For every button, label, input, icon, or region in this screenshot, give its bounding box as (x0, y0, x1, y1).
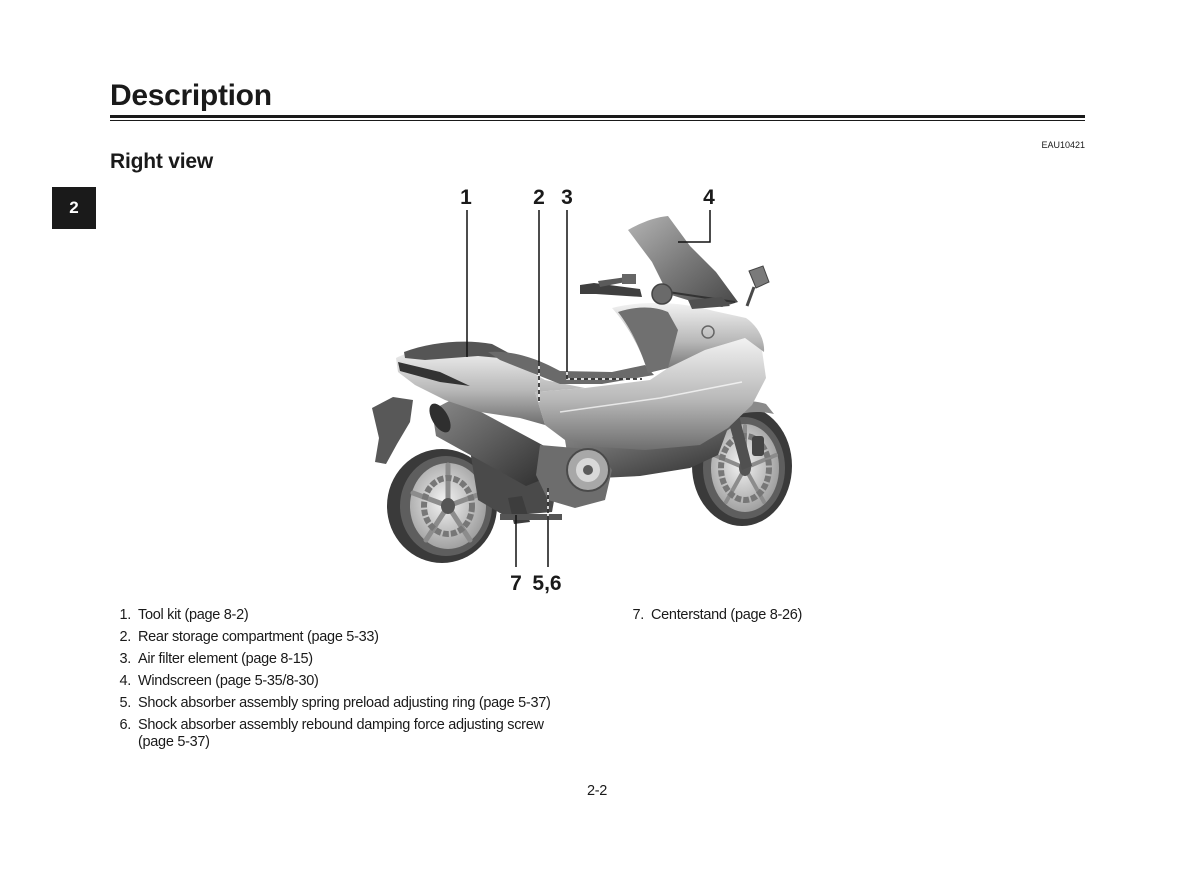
page-title: Description (110, 79, 272, 112)
exhaust-muffler (432, 398, 548, 486)
item-text: Centerstand (page 8-26) (651, 607, 803, 623)
scooter-illustration: 1 2 3 4 7 5,6 (372, 186, 792, 595)
header-rule-thick (110, 115, 1085, 118)
callout-4: 4 (703, 186, 715, 209)
list-item: 3. Air filter element (page 8-15) (110, 651, 563, 668)
side-panel-highlight (559, 381, 743, 413)
list-item: 1. Tool kit (page 8-2) (110, 607, 563, 624)
item-number: 3. (119, 651, 132, 667)
side-panel (535, 338, 766, 450)
front-brake-caliper (752, 436, 764, 456)
item-number: 5. (119, 695, 132, 711)
item-number: 6. (119, 717, 132, 733)
page-number: 2-2 (586, 783, 608, 799)
front-brake-disc (718, 433, 772, 503)
chapter-tab: 2 (52, 187, 96, 229)
header-rule-thin (110, 120, 1085, 121)
item-text: Tool kit (page 8-2) (138, 607, 249, 623)
handlebar (580, 274, 730, 309)
callout-7: 7 (510, 572, 522, 595)
item-number: 7. (632, 607, 645, 623)
callout-1: 1 (460, 186, 472, 209)
rear-brake-disc (421, 475, 475, 537)
section-title: Right view (110, 150, 214, 173)
license-plate-bracket (372, 397, 413, 464)
item-text: Air filter element (page 8-15) (138, 651, 313, 667)
callout-2: 2 (533, 186, 545, 209)
passenger-seat (404, 341, 522, 360)
item-number: 4. (119, 673, 132, 689)
list-item: 2. Rear storage compartment (page 5-33) (110, 629, 563, 646)
centerstand (500, 496, 562, 524)
item-number: 2. (119, 629, 132, 645)
item-text: Shock absorber assembly spring preload a… (138, 695, 551, 711)
rear-hub (441, 498, 455, 514)
tail-light (398, 362, 470, 386)
parts-list-right: 7. Centerstand (page 8-26) (623, 607, 1071, 629)
item-number: 1. (119, 607, 132, 623)
knee-panel (618, 307, 678, 373)
tail-body (396, 347, 585, 425)
list-item: 5. Shock absorber assembly spring preloa… (110, 695, 563, 712)
filler-cap (701, 325, 715, 339)
mirror (745, 265, 770, 307)
leader-line-4 (678, 210, 711, 243)
callout-3: 3 (561, 186, 573, 209)
rider-seat (488, 351, 654, 384)
engine-cover (566, 448, 610, 492)
leader-lines (466, 210, 711, 567)
exhaust-tip (429, 403, 451, 433)
item-text: Shock absorber assembly rebound damping … (138, 717, 544, 750)
windscreen (628, 216, 738, 307)
document-code: EAU10421 (1041, 140, 1085, 150)
list-item: 7. Centerstand (page 8-26) (623, 607, 1071, 624)
parts-list-left: 1. Tool kit (page 8-2) 2. Rear storage c… (110, 607, 563, 756)
callout-5-6: 5,6 (532, 572, 561, 595)
item-text: Rear storage compartment (page 5-33) (138, 629, 379, 645)
item-text: Windscreen (page 5-35/8-30) (138, 673, 319, 689)
list-item: 4. Windscreen (page 5-35/8-30) (110, 673, 563, 690)
rear-wheel (387, 449, 497, 563)
list-item: 6. Shock absorber assembly rebound dampi… (110, 717, 563, 751)
leader-line-3-dashed (566, 368, 642, 380)
